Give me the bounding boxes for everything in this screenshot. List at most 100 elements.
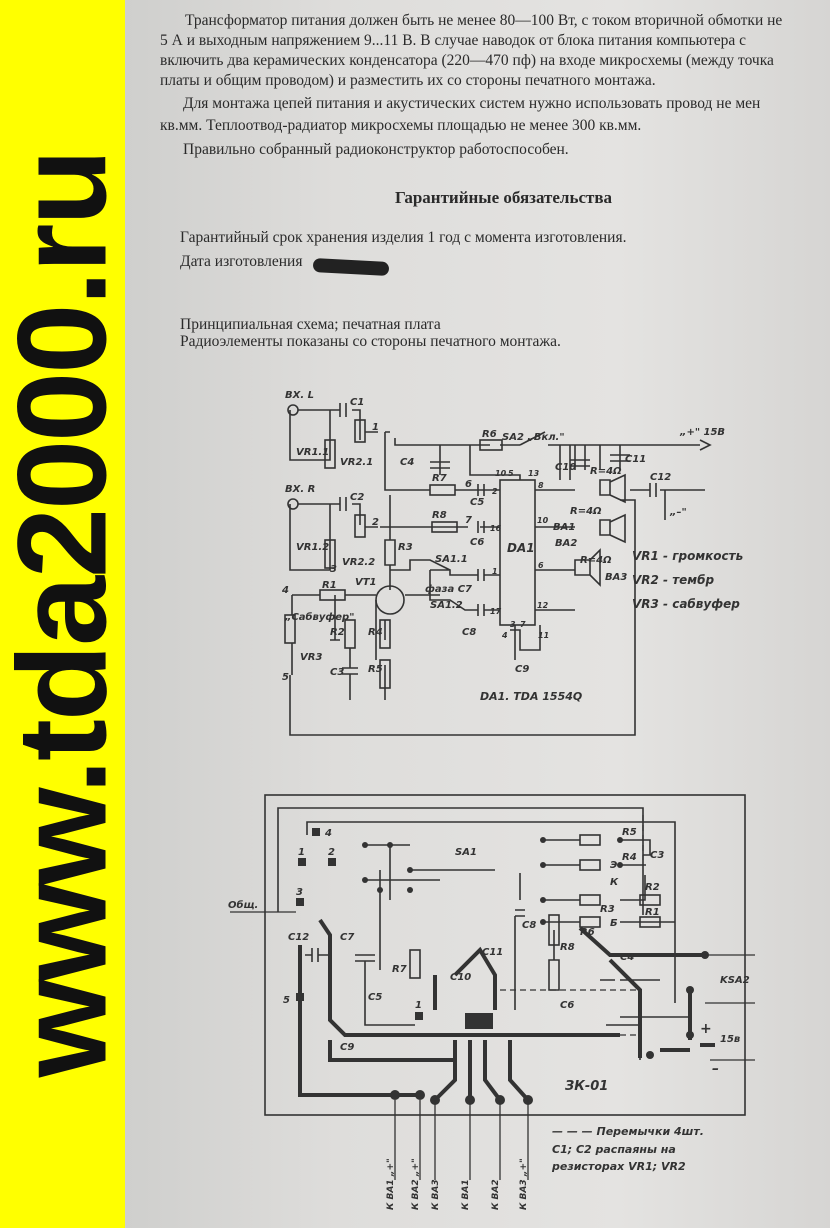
pin-label: 5 [508,469,514,478]
pcb-r3-label: R3 [600,904,615,915]
pcb-r8-label: R8 [560,942,575,953]
paragraph-line: Для монтажа цепей питания и акустических… [183,95,761,112]
r1-label: R1 [322,580,337,591]
minus-label: „–" [669,507,687,518]
vt1-label: VT1 [355,577,377,588]
c12-label: C12 [650,472,671,483]
ba2-label: BA2 [555,538,577,549]
pin-label: 3 [510,620,516,629]
pcb-sa1-label: SA1 [455,847,477,858]
node-1-label: 1 [372,422,379,433]
pcb-r6-label: R6 [580,927,595,938]
15v-label: 15в [720,1034,740,1045]
pad-4-label: 4 [324,828,332,839]
pcb-c6-label: C6 [560,1000,574,1011]
c4-label: C4 [400,457,414,468]
vr3-label: VR3 [300,652,322,663]
subwoofer-label: „Сабвуфер" [284,611,354,623]
warranty-term: Гарантийный срок хранения изделия 1 год … [180,229,627,246]
to-sa2-label: KSA2 [720,975,750,986]
common-ground-label: Общ. [228,899,258,911]
vr22-label: VR2.2 [342,557,375,568]
pin-label: 11 [538,631,549,640]
pin-label: 12 [537,601,549,610]
c1-label: C1 [350,397,364,408]
pcb-r1-label: R1 [645,907,660,918]
pcb-r5-label: R5 [622,827,637,838]
emitter-label: Э [610,860,617,871]
pcb-r4-label: R4 [622,852,637,863]
node-5-label: 5 [282,672,289,683]
da1-label: DA1 [507,541,535,555]
pin-label: 13 [528,469,540,478]
node-4-label: 4 [281,585,289,596]
c5-label: C5 [470,497,484,508]
vr12-label: VR1.2 [296,542,329,553]
pcb-layout [264,794,746,1116]
c3-label: C3 [330,667,344,678]
collector-label: К [610,877,619,888]
node-3-label: 3 [330,564,337,575]
legend-vr1: VR1 - громкость [632,549,743,563]
c9-label: C9 [515,664,529,675]
pad-2-label: 2 [328,847,335,858]
pad-1b-label: 1 [415,1000,422,1011]
sa11-label: SA1.1 [435,554,468,565]
pcb-r2-label: R2 [645,882,660,893]
output-label: К ВА1 „+" [386,1158,396,1210]
watermark-stripe: www.tda2000.ru [0,0,133,1228]
output-label: К ВА1 [461,1179,471,1210]
paragraph-line: включить два керамических конденсатора (… [160,52,774,69]
sa2-label: SA2 „Вкл." [502,432,565,443]
pin-label: 17 [490,607,502,616]
pcb-c5-label: C5 [368,992,382,1003]
pin-label: 1 [492,567,498,576]
pin-label: 7 [520,620,526,629]
paragraph-line: Правильно собранный радиоконструктор раб… [183,141,569,158]
pin-label: 6 [538,561,544,570]
pcb-c7-label: C7 [340,932,354,943]
vr21-label: VR2.1 [340,457,373,468]
minus-terminal-label: – [712,1061,719,1077]
pad-1-label: 1 [298,847,305,858]
output-label: К ВА3 [431,1179,441,1210]
node-7-label: 7 [465,515,472,526]
note-jumpers: — — — Перемычки 4шт. [552,1125,704,1138]
r8-label: R8 [432,510,447,521]
r6-label: R6 [482,429,497,440]
pin-label: 2 [492,487,498,496]
output-label: К ВА3 „+" [519,1158,529,1210]
pcb-c9-label: C9 [340,1042,354,1053]
sa12-label: SA1.2 [430,600,463,611]
node-2-label: 2 [372,517,379,528]
paragraph-line: платы и общим проводом) и разместить их … [160,72,656,89]
plus-15v-label: „+" 15В [679,427,725,438]
c8-label: C8 [462,627,476,638]
ba3-label: BA3 [605,572,627,583]
caption-schematic: Принципиальная схема; печатная плата [180,316,441,333]
r2-label: R2 [330,627,345,638]
c10-label: C10 [555,462,576,473]
paragraph-line: Трансформатор питания должен быть не мен… [185,12,783,29]
legend-vr2: VR2 - тембр [632,573,714,587]
r4-label: R4 [368,627,383,638]
note-resistors: резисторах VR1; VR2 [551,1160,686,1173]
c6-label: C6 [470,537,484,548]
pcb-c3-label: C3 [650,850,664,861]
paragraph-line: 5 А и выходным напряжением 9...11 В. В с… [160,32,747,49]
manufacture-date-label: Дата изготовления [180,253,303,270]
input-right-label: ВХ. R [285,484,315,495]
caption-components: Радиоэлементы показаны со стороны печатн… [180,333,561,350]
pad-3-label: 3 [296,887,303,898]
chip-label: DA1. TDA 1554Q [480,690,582,703]
paragraph-line: кв.мм. Теплоотвод-радиатор микросхемы пл… [160,117,642,134]
phase-label: фаза С7 [425,583,472,595]
pin-label: 16 [490,524,502,533]
note-capacitors: С1; С2 распаяны на [552,1143,676,1156]
board-id-label: ЗК-01 [565,1079,608,1094]
speaker2-impedance: R=4Ω [570,506,602,517]
base-label: Б [610,918,618,929]
pin-label: 10 [537,516,549,525]
vr11-label: VR1.1 [296,447,329,458]
